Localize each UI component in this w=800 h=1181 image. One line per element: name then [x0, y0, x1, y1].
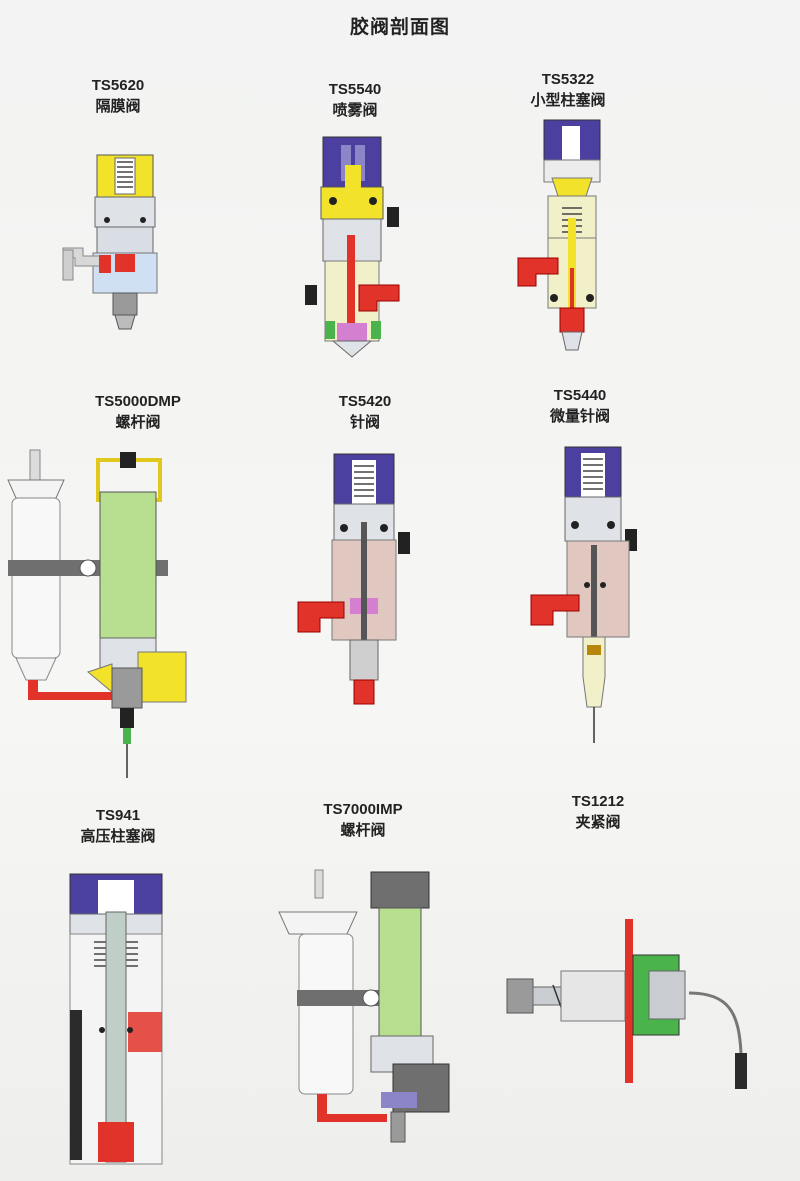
valve-label-ts5440: TS5440 微量针阀	[490, 386, 670, 426]
valve-model: TS1212	[571, 793, 625, 810]
valve-diagram-ts5322	[512, 118, 627, 358]
valve-model: TS7000IMP	[323, 801, 403, 818]
valve-name: 喷雾阀	[332, 101, 378, 119]
valve-label-ts5322: TS5322 小型柱塞阀	[478, 70, 658, 110]
valve-label-ts7000imp: TS7000IMP 螺杆阀	[273, 800, 453, 840]
valve-diagram-ts5420	[292, 452, 422, 707]
valve-model: TS5322	[541, 71, 595, 88]
valve-model: TS5540	[328, 81, 382, 98]
valve-label-ts5620: TS5620 隔膜阀	[28, 76, 208, 116]
valve-diagram-ts5620	[55, 150, 165, 335]
valve-model: TS5620	[91, 77, 145, 94]
valve-name: 螺杆阀	[115, 413, 161, 431]
valve-model: TS5000DMP	[95, 393, 181, 410]
valve-name: 螺杆阀	[340, 821, 386, 839]
valve-diagram-ts941	[68, 872, 168, 1172]
valve-model: TS941	[95, 807, 141, 824]
valve-diagram-ts7000imp	[275, 868, 455, 1148]
page-title: 胶阀剖面图	[349, 16, 450, 38]
valve-name: 高压柱塞阀	[80, 827, 156, 845]
valve-name: 小型柱塞阀	[530, 91, 606, 109]
valve-name: 隔膜阀	[95, 97, 141, 115]
valve-name: 针阀	[349, 413, 380, 431]
valve-model: TS5440	[553, 387, 607, 404]
valve-label-ts5420: TS5420 针阀	[275, 392, 455, 432]
valve-label-ts5000dmp: TS5000DMP 螺杆阀	[48, 392, 228, 432]
valve-diagram-ts5540	[295, 135, 415, 360]
valve-name: 微量针阀	[549, 407, 610, 425]
valve-diagram-ts5000dmp	[0, 440, 200, 780]
valve-label-ts5540: TS5540 喷雾阀	[265, 80, 445, 120]
valve-diagram-ts1212	[505, 915, 775, 1095]
valve-name: 夹紧阀	[575, 813, 621, 831]
valve-label-ts1212: TS1212 夹紧阀	[508, 792, 688, 832]
valve-model: TS5420	[338, 393, 392, 410]
valve-label-ts941: TS941 高压柱塞阀	[28, 806, 208, 846]
valve-diagram-ts5440	[527, 445, 647, 745]
